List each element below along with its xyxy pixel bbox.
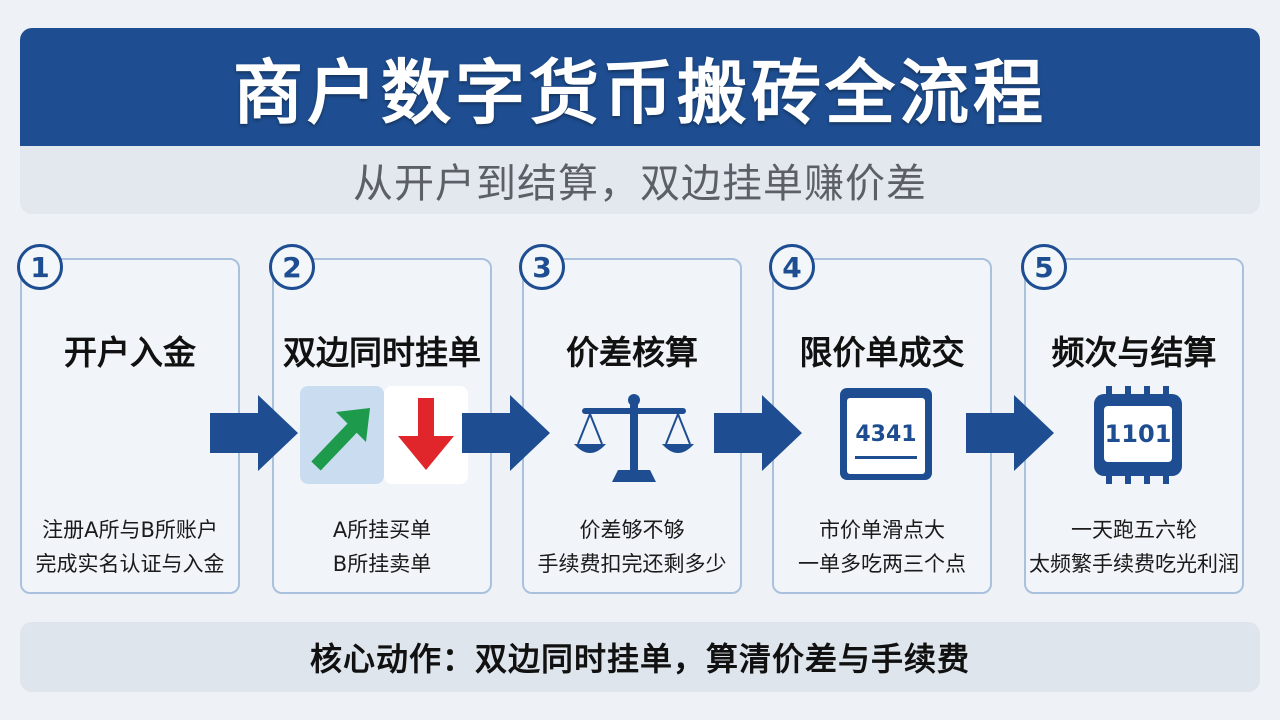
step-number-badge: 4	[769, 244, 815, 290]
title-banner: 商户数字货币搬砖全流程	[20, 28, 1260, 146]
step-description: A所挂买单 B所挂卖单	[274, 513, 490, 581]
step-desc-line: A所挂买单	[332, 518, 432, 542]
summary-bar: 核心动作：双边同时挂单，算清价差与手续费	[20, 622, 1260, 692]
arrow-down-icon	[398, 398, 454, 470]
step-description: 价差够不够 手续费扣完还剩多少	[524, 513, 740, 581]
step-description: 注册A所与B所账户 完成实名认证与入金	[22, 513, 238, 581]
summary-text: 核心动作：双边同时挂单，算清价差与手续费	[309, 640, 970, 678]
step-title: 开户入金	[64, 333, 196, 372]
step-desc-line: 完成实名认证与入金	[35, 552, 225, 576]
balance-scale-icon	[572, 386, 696, 492]
monitor-icon: 4341	[840, 388, 932, 480]
step-number-badge: 5	[1021, 244, 1067, 290]
flow-arrow-icon	[966, 395, 1054, 471]
flow-arrow-icon	[210, 395, 298, 471]
page-subtitle: 从开户到结算，双边挂单赚价差	[353, 161, 927, 207]
step-number-badge: 1	[17, 244, 63, 290]
step-desc-line: 市价单滑点大	[819, 518, 945, 542]
step-desc-line: 价差够不够	[579, 518, 685, 542]
step-desc-line: B所挂卖单	[332, 552, 432, 576]
step-card-5: 5 频次与结算 1101 一天跑五六轮 太频繁手续费吃光利润	[1021, 244, 1244, 594]
step-desc-line: 一天跑五六轮	[1071, 518, 1197, 542]
step-title: 频次与结算	[1051, 333, 1217, 372]
arrow-up-right-icon	[311, 408, 370, 471]
chip-icon: 1101	[1086, 382, 1190, 486]
step-card-3: 3 价差核算 价差够不够 手续费扣完还剩多少	[519, 244, 742, 594]
step-description: 市价单滑点大 一单多吃两三个点	[774, 513, 990, 581]
step-desc-line: 注册A所与B所账户	[42, 518, 218, 542]
step-card-2: 2 双边同时挂单 A所挂买单 B所挂卖单	[269, 244, 492, 594]
page-title: 商户数字货币搬砖全流程	[233, 51, 1047, 134]
chip-readout: 1101	[1104, 420, 1172, 448]
price-readout: 4341	[855, 422, 917, 447]
flow-arrow-icon	[714, 395, 802, 471]
step-number-badge: 2	[269, 244, 315, 290]
step-title: 价差核算	[566, 333, 698, 372]
step-desc-line: 太频繁手续费吃光利润	[1029, 552, 1239, 576]
step-desc-line: 一单多吃两三个点	[798, 552, 966, 576]
flow-arrow-icon	[462, 395, 550, 471]
step-title: 限价单成交	[799, 333, 965, 372]
subtitle-bar: 从开户到结算，双边挂单赚价差	[20, 146, 1260, 214]
step-card-1: 1 开户入金 注册A所与B所账户 完成实名认证与入金	[17, 244, 240, 594]
step-desc-line: 手续费扣完还剩多少	[537, 552, 727, 576]
step-title: 双边同时挂单	[283, 333, 481, 372]
step-number-badge: 3	[519, 244, 565, 290]
sell-arrow-tile	[384, 386, 468, 484]
step-description: 一天跑五六轮 太频繁手续费吃光利润	[1026, 513, 1242, 581]
step-card-4: 4 限价单成交 4341 市价单滑点大 一单多吃两三个点	[769, 244, 992, 594]
buy-arrow-tile	[300, 386, 384, 484]
